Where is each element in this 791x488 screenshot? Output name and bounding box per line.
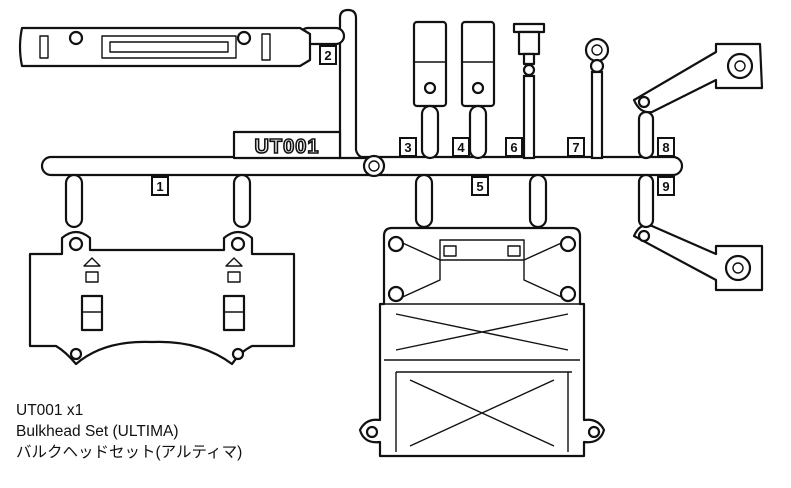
svg-text:4: 4	[457, 140, 465, 155]
part-number-5: 5	[471, 176, 489, 196]
svg-text:5: 5	[476, 179, 483, 194]
part-1-bulkhead	[28, 173, 296, 366]
part-7-ball	[584, 37, 610, 160]
part-3-block	[412, 20, 448, 160]
part-8-arm	[632, 42, 764, 160]
part-number-8: 8	[657, 137, 675, 157]
sprue-code-plate: UT001	[232, 130, 342, 160]
part-number-4: 4	[452, 137, 470, 157]
part-number-9: 9	[657, 176, 675, 196]
part-9-arm	[632, 173, 764, 292]
part-number-3: 3	[399, 137, 417, 157]
caption-title-japanese: バルクヘッドセット(アルティマ)	[16, 444, 243, 461]
svg-text:3: 3	[404, 140, 411, 155]
svg-text:7: 7	[572, 140, 579, 155]
svg-text:1: 1	[156, 179, 163, 194]
svg-text:6: 6	[510, 140, 517, 155]
caption-quantity: UT001 x1	[16, 402, 84, 419]
part-number-2: 2	[319, 45, 337, 65]
part-6-pin	[512, 22, 546, 160]
part-4-block	[460, 20, 496, 160]
part-5-bulkhead	[358, 173, 606, 458]
svg-text:9: 9	[662, 179, 669, 194]
part-number-1: 1	[151, 176, 169, 196]
sprue-code-label: UT001	[254, 136, 319, 158]
caption-title: Bulkhead Set (ULTIMA)	[16, 423, 179, 440]
part-number-6: 6	[505, 137, 523, 157]
part-2-bar	[18, 26, 312, 68]
caption: UT001 x1 Bulkhead Set (ULTIMA) バルクヘッドセット…	[16, 400, 242, 463]
sprue-runner	[40, 8, 684, 178]
part-number-7: 7	[567, 137, 585, 157]
svg-text:2: 2	[324, 48, 331, 63]
svg-text:8: 8	[662, 140, 669, 155]
